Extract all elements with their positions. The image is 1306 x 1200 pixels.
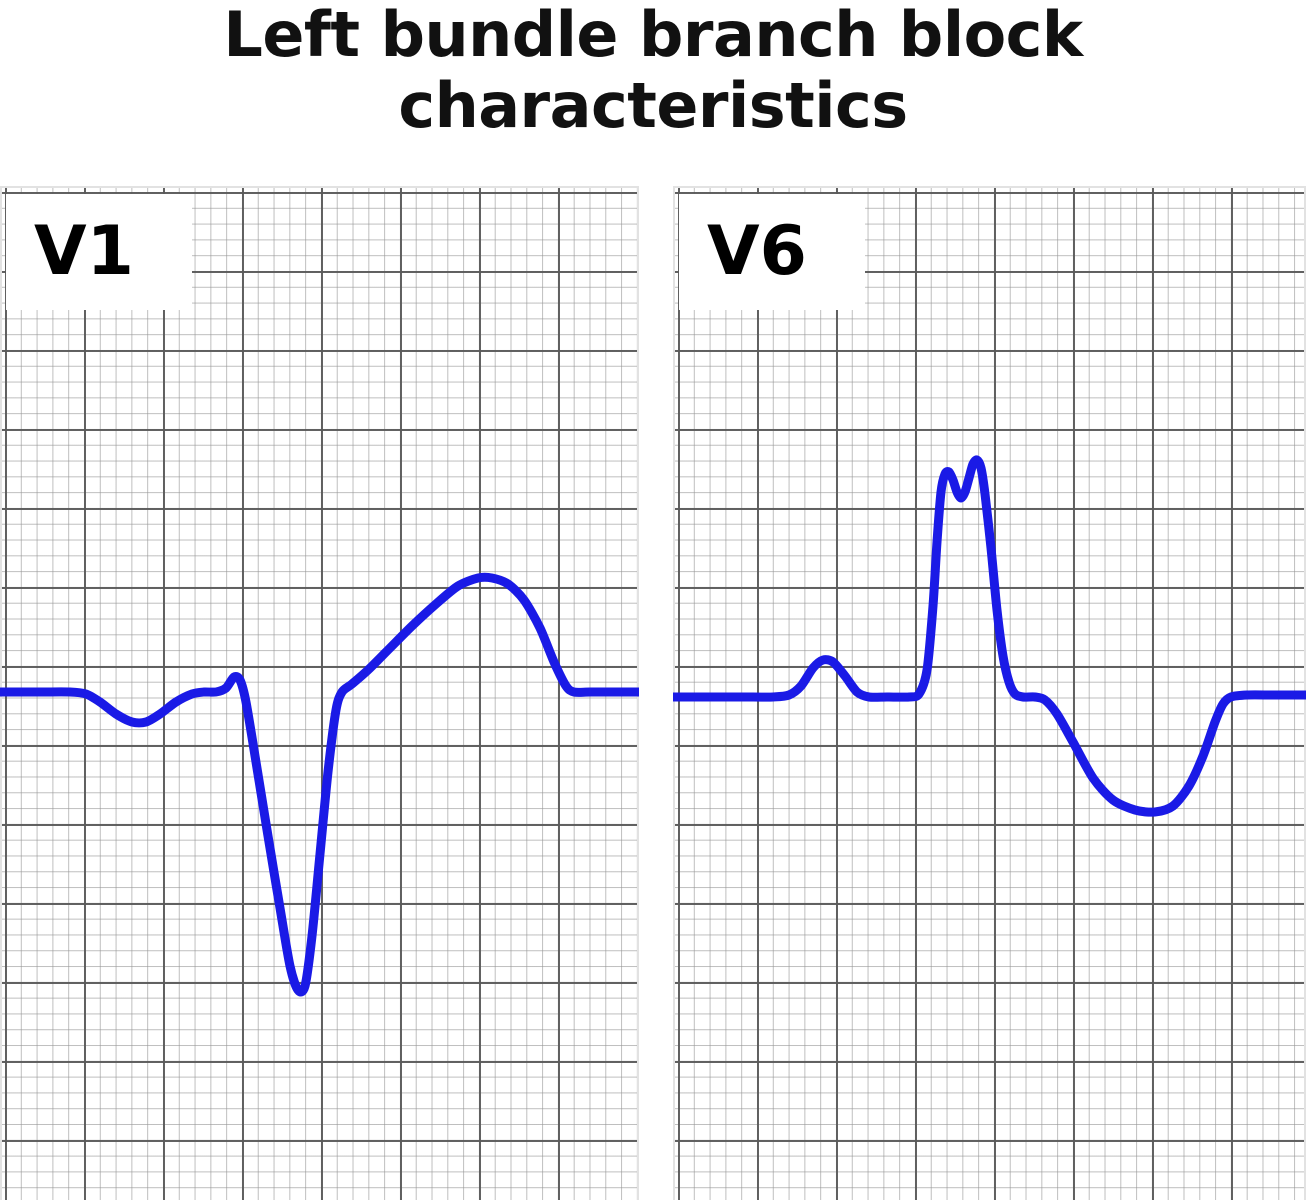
ecg-panel-v1: V1 rS xyxy=(0,186,639,1200)
page-title-line-2: characteristics xyxy=(398,69,908,143)
ecg-trace-line-v6 xyxy=(673,460,1306,812)
ecg-grid-paper-v6 xyxy=(673,186,1306,1200)
ecg-trace-line-v1 xyxy=(0,577,639,992)
ecg-waveform-v6 xyxy=(673,186,1306,1200)
page-title-line-1: Left bundle branch block xyxy=(223,0,1083,71)
ecg-grid-paper-v1 xyxy=(0,186,639,1200)
ecg-panel-v6: V6 R xyxy=(673,186,1306,1200)
ecg-waveform-v1 xyxy=(0,186,639,1200)
page-title: Left bundle branch block characteristics xyxy=(0,0,1306,186)
ecg-panels-container: V1 rS V6 R xyxy=(0,186,1306,1200)
lead-label-v1: V1 xyxy=(6,194,192,310)
lead-label-v6: V6 xyxy=(679,194,865,310)
